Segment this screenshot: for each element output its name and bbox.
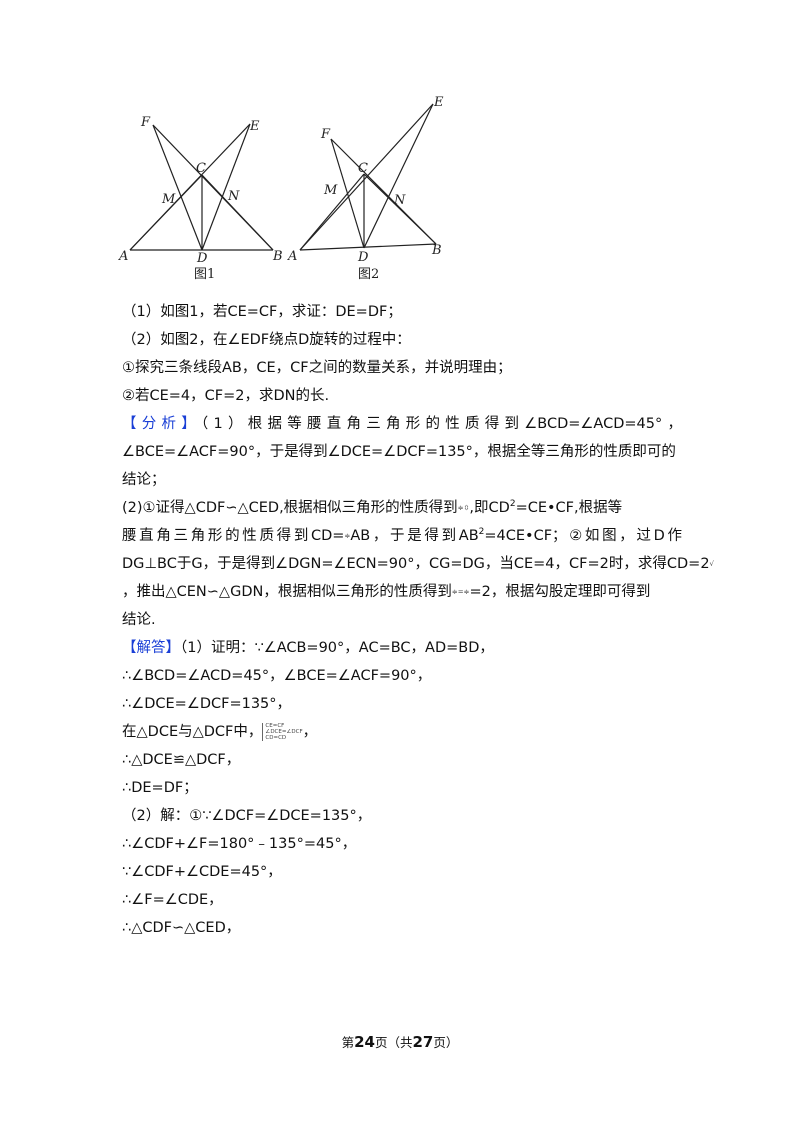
- analysis-text-7a: ，推出△CEN∽△GDN，根据相似三角形的性质得到: [122, 584, 452, 600]
- fig2-segment-ea: [299, 103, 434, 251]
- analysis-line-8: 结论.: [122, 612, 156, 628]
- fraction-image: ≑⇳: [457, 504, 470, 512]
- solution-text-4b: ，: [302, 724, 318, 740]
- question-2: （2）如图2，在∠EDF绕点D旋转的过程中：: [122, 332, 411, 348]
- solution-line-10: ∴∠F=∠CDE，: [122, 892, 223, 908]
- analysis-text-5c: =4CE•CF；②如图，过D作: [484, 528, 682, 544]
- geometry-figures: F E C M N A D B 图1 F E C M N A D B 图2: [118, 92, 458, 284]
- figure-2-lines: [299, 103, 437, 251]
- analysis-line-5: 腰直角三角形的性质得到CD=≑AB，于是得到AB2=4CE•CF；②如图，过D作: [122, 522, 682, 550]
- page-footer: 第24页（共27页）: [0, 1032, 800, 1051]
- fig1-segment-ea: [129, 123, 251, 251]
- fig1-label-d: D: [196, 251, 208, 266]
- question-2a: ①探究三条线段AB，CE，CF之间的数量关系，并说明理由；: [122, 360, 512, 376]
- analysis-text-5a: 腰直角三角形的性质得到CD=: [122, 528, 345, 544]
- analysis-text-5b: AB，于是得到AB: [350, 528, 479, 544]
- analysis-text-6a: DG⊥BC于G，于是得到∠DGN=∠ECN=90°，CG=DG，当CE=4，CF…: [122, 556, 710, 572]
- fig2-segment-ac: [299, 173, 365, 251]
- solution-line-3: ∴∠DCE=∠DCF=135°，: [122, 696, 292, 712]
- fig2-segment-fb: [330, 138, 437, 245]
- fig2-label-e: E: [433, 95, 444, 110]
- solution-text-4a: 在△DCE与△DCF中，: [122, 724, 263, 740]
- brace-line-1: CE=CF: [265, 723, 285, 729]
- analysis-line-3: 结论；: [122, 472, 166, 488]
- question-2b: ②若CE=4，CF=2，求DN的长.: [122, 388, 330, 404]
- fig2-label-c: C: [358, 161, 368, 176]
- fig1-label-e: E: [249, 119, 260, 134]
- fig1-label-f: F: [140, 115, 151, 130]
- fraction-image: ≑: [344, 532, 351, 540]
- analysis-text-1: （1）根据等腰直角三角形的性质得到∠BCD=∠ACD=45°，: [201, 416, 682, 432]
- fig2-label-a: A: [287, 249, 297, 264]
- analysis-tag: 【分析】: [122, 416, 202, 432]
- fig1-segment-fb: [152, 124, 274, 251]
- fig2-label-b: B: [431, 243, 442, 258]
- fig2-label-m: M: [323, 183, 338, 198]
- figure-1-lines: [129, 123, 274, 251]
- analysis-line-2: ∠BCE=∠ACF=90°，于是得到∠DCE=∠DCF=135°，根据全等三角形…: [122, 444, 676, 460]
- analysis-line-4: (2)①证得△CDF∽△CED,根据相似三角形的性质得到≑⇳,即CD2=CE•C…: [122, 494, 682, 522]
- solution-line-9: ∵∠CDF+∠CDE=45°，: [122, 864, 282, 880]
- page-number: 24: [354, 1033, 375, 1051]
- superscript: 2: [509, 499, 516, 510]
- question-1: （1）如图1，若CE=CF，求证：DE=DF；: [122, 304, 402, 320]
- superscript: 2: [478, 527, 485, 538]
- analysis-line-6: DG⊥BC于G，于是得到∠DGN=∠ECN=90°，CG=DG，当CE=4，CF…: [122, 550, 714, 578]
- fraction-image: ≑=≑: [451, 588, 470, 596]
- brace-line-3: CD=CD: [265, 735, 287, 741]
- footer-text-2: 页（共: [374, 1035, 413, 1050]
- fig2-label-n: N: [393, 193, 406, 208]
- analysis-text-4b: ,即CD: [469, 500, 510, 516]
- solution-line-5: ∴△DCE≌△DCF，: [122, 752, 241, 768]
- fig2-segment-fd: [330, 138, 365, 249]
- fig1-label-n: N: [227, 189, 240, 204]
- solution-line-7: （2）解：①∵∠DCF=∠DCE=135°，: [122, 808, 372, 824]
- solution-line-1: 【解答】（1）证明：∵∠ACB=90°，AC=BC，AD=BD，: [122, 634, 682, 662]
- fig2-caption: 图2: [358, 267, 379, 282]
- fig1-segment-ed: [201, 123, 251, 251]
- fig1-segment-fd: [152, 124, 203, 251]
- fig1-label-b: B: [272, 249, 283, 264]
- total-pages: 27: [412, 1033, 434, 1051]
- footer-text-3: 页）: [433, 1035, 459, 1050]
- footer-text-1: 第: [341, 1035, 355, 1050]
- solution-line-8: ∴∠CDF+∠F=180°﹣135°=45°，: [122, 836, 357, 852]
- fig2-segment-ab: [299, 243, 437, 251]
- fig2-segment-ed: [363, 103, 434, 249]
- fig2-label-d: D: [357, 250, 369, 265]
- document-body: （1）如图1，若CE=CF，求证：DE=DF； （2）如图2，在∠EDF绕点D旋…: [122, 298, 714, 942]
- solution-text-1: （1）证明：∵∠ACB=90°，AC=BC，AD=BD，: [180, 640, 494, 656]
- figures-svg: F E C M N A D B 图1 F E C M N A D B 图2: [118, 95, 444, 282]
- analysis-line-1: 【分析】（1）根据等腰直角三角形的性质得到∠BCD=∠ACD=45°，: [122, 410, 682, 438]
- fig2-label-f: F: [320, 127, 331, 142]
- analysis-line-7: ，推出△CEN∽△GDN，根据相似三角形的性质得到≑=≑=2，根据勾股定理即可得…: [122, 578, 682, 606]
- solution-tag: 【解答】: [122, 640, 180, 656]
- sqrt-image: √: [709, 560, 715, 568]
- solution-line-11: ∴△CDF∽△CED，: [122, 920, 241, 936]
- solution-line-2: ∴∠BCD=∠ACD=45°，∠BCE=∠ACF=90°，: [122, 668, 432, 684]
- fig1-caption: 图1: [194, 267, 215, 282]
- fig1-label-a: A: [118, 249, 128, 264]
- fig1-label-c: C: [196, 161, 206, 176]
- analysis-text-4a: (2)①证得△CDF∽△CED,根据相似三角形的性质得到: [122, 500, 458, 516]
- analysis-text-4c: =CE•CF,根据等: [515, 500, 623, 516]
- brace-line-2: ∠DCE=∠DCF: [265, 729, 303, 735]
- fig1-label-m: M: [161, 192, 176, 207]
- analysis-text-7b: =2，根据勾股定理即可得到: [469, 584, 651, 600]
- solution-line-6: ∴DE=DF；: [122, 780, 198, 796]
